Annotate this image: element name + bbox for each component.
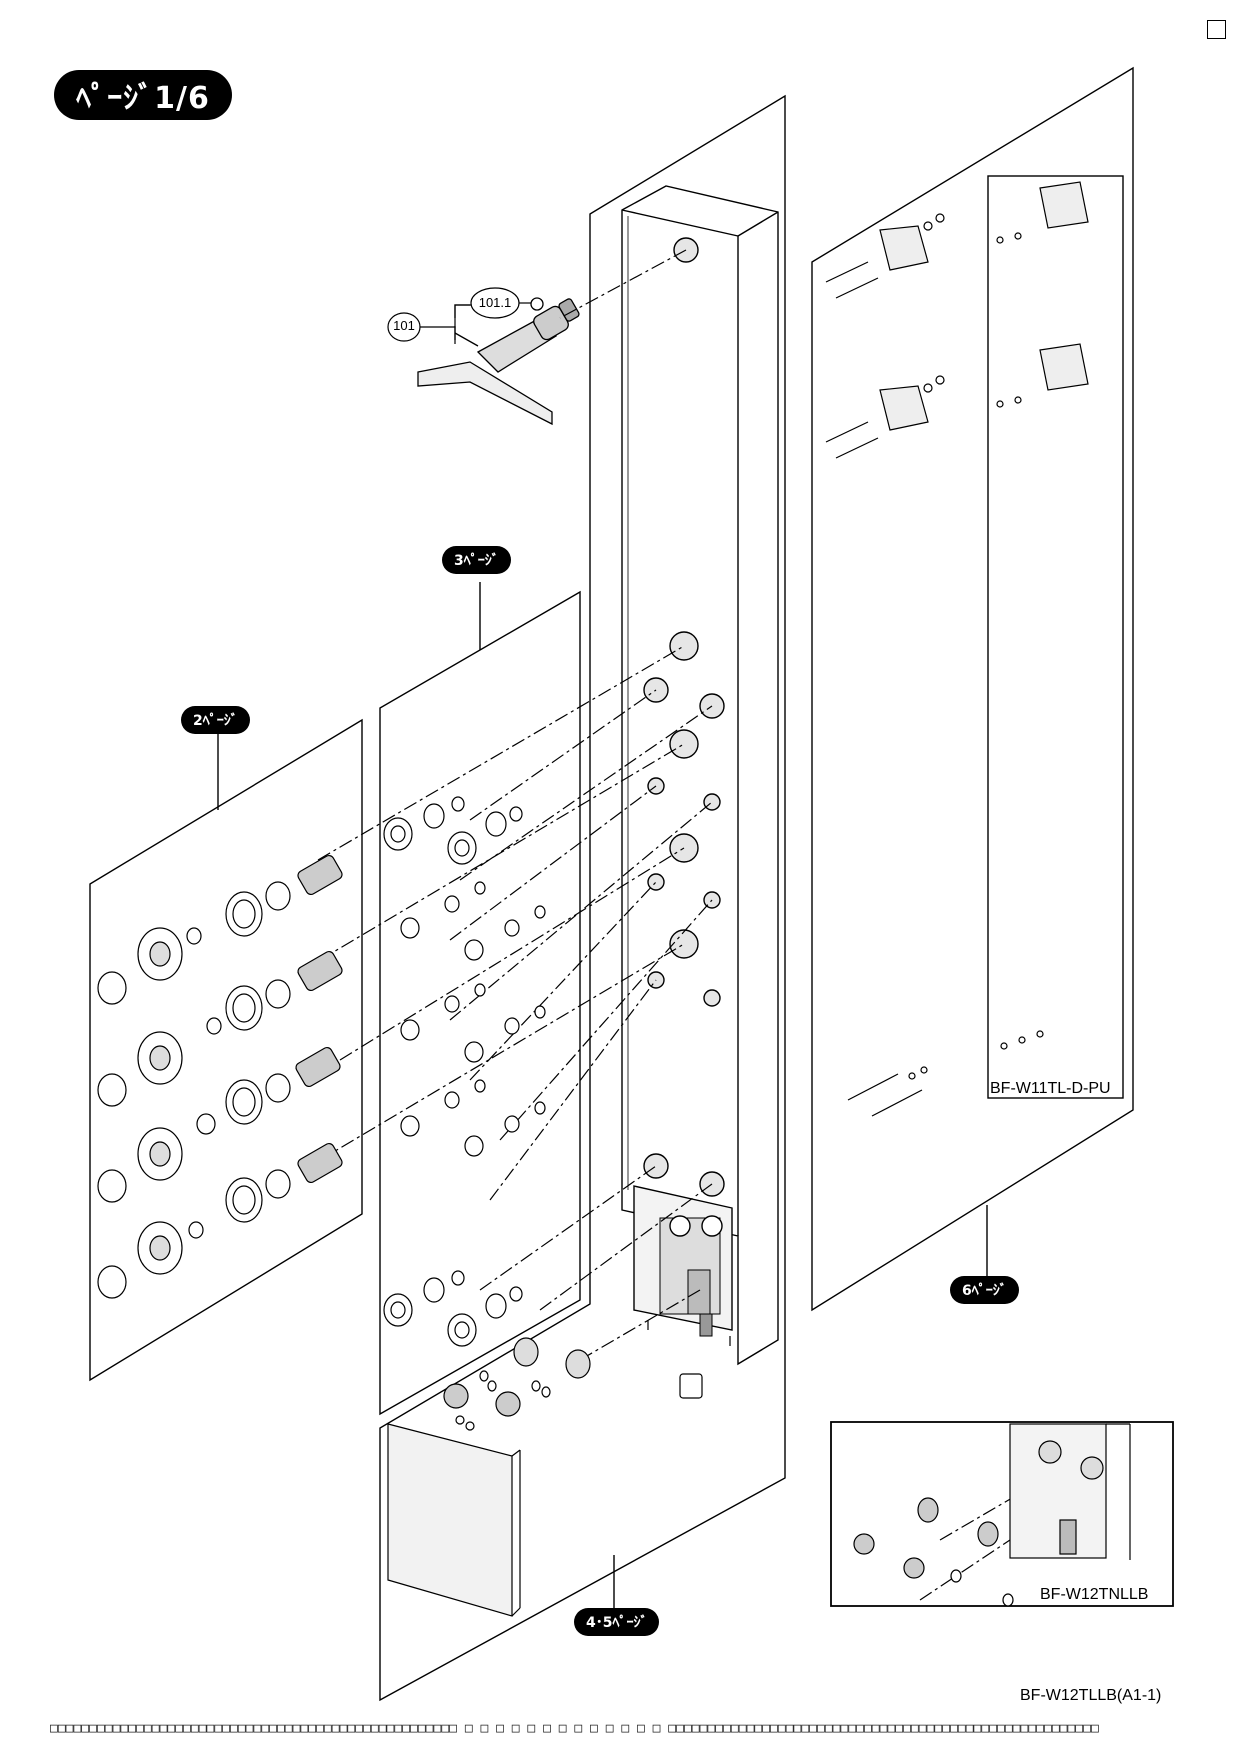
corner-checkbox-icon [1207, 20, 1226, 39]
page-ref-6: 6ﾍﾟｰｼﾞ [950, 1276, 1019, 1304]
page3-parts [383, 796, 546, 1347]
panel-page45 [379, 94, 786, 1702]
variant-frame-top [987, 175, 1124, 1099]
page2-parts [97, 854, 343, 1299]
overhead-shower [417, 297, 580, 426]
shower-column [621, 185, 779, 1366]
model-label-w11tl: BF-W11TL-D-PU [990, 1080, 1111, 1097]
page-ref-4-5: 4･5ﾍﾟｰｼﾞ [574, 1608, 660, 1636]
page45-parts [387, 1320, 731, 1617]
model-label-w12tnllb: BF-W12TNLLB [1040, 1586, 1149, 1603]
page-ref-3: 3ﾍﾟｰｼﾞ [442, 546, 511, 574]
document-code: BF-W12TLLB(A1-1) [1020, 1687, 1162, 1704]
variant-frame-bottom [830, 1421, 1174, 1607]
inset-variant-art [853, 1423, 1131, 1607]
footer-placeholder-text: □□□□□□□□□□□□□□□□□□□□□□□□□□□□□□□□□□□□□□□□… [50, 1722, 1099, 1736]
part-number-101-1: 101.1 [478, 295, 512, 310]
page6-parts [825, 181, 1089, 1117]
page-ref-2: 2ﾍﾟｰｼﾞ [181, 706, 250, 734]
panel-page2 [89, 718, 363, 1382]
page-badge: ﾍﾟｰｼﾞ1/6 [54, 70, 232, 120]
part-number-101: 101 [393, 318, 415, 333]
panel-page3 [379, 590, 581, 1416]
panel-page6 [811, 66, 1134, 1312]
